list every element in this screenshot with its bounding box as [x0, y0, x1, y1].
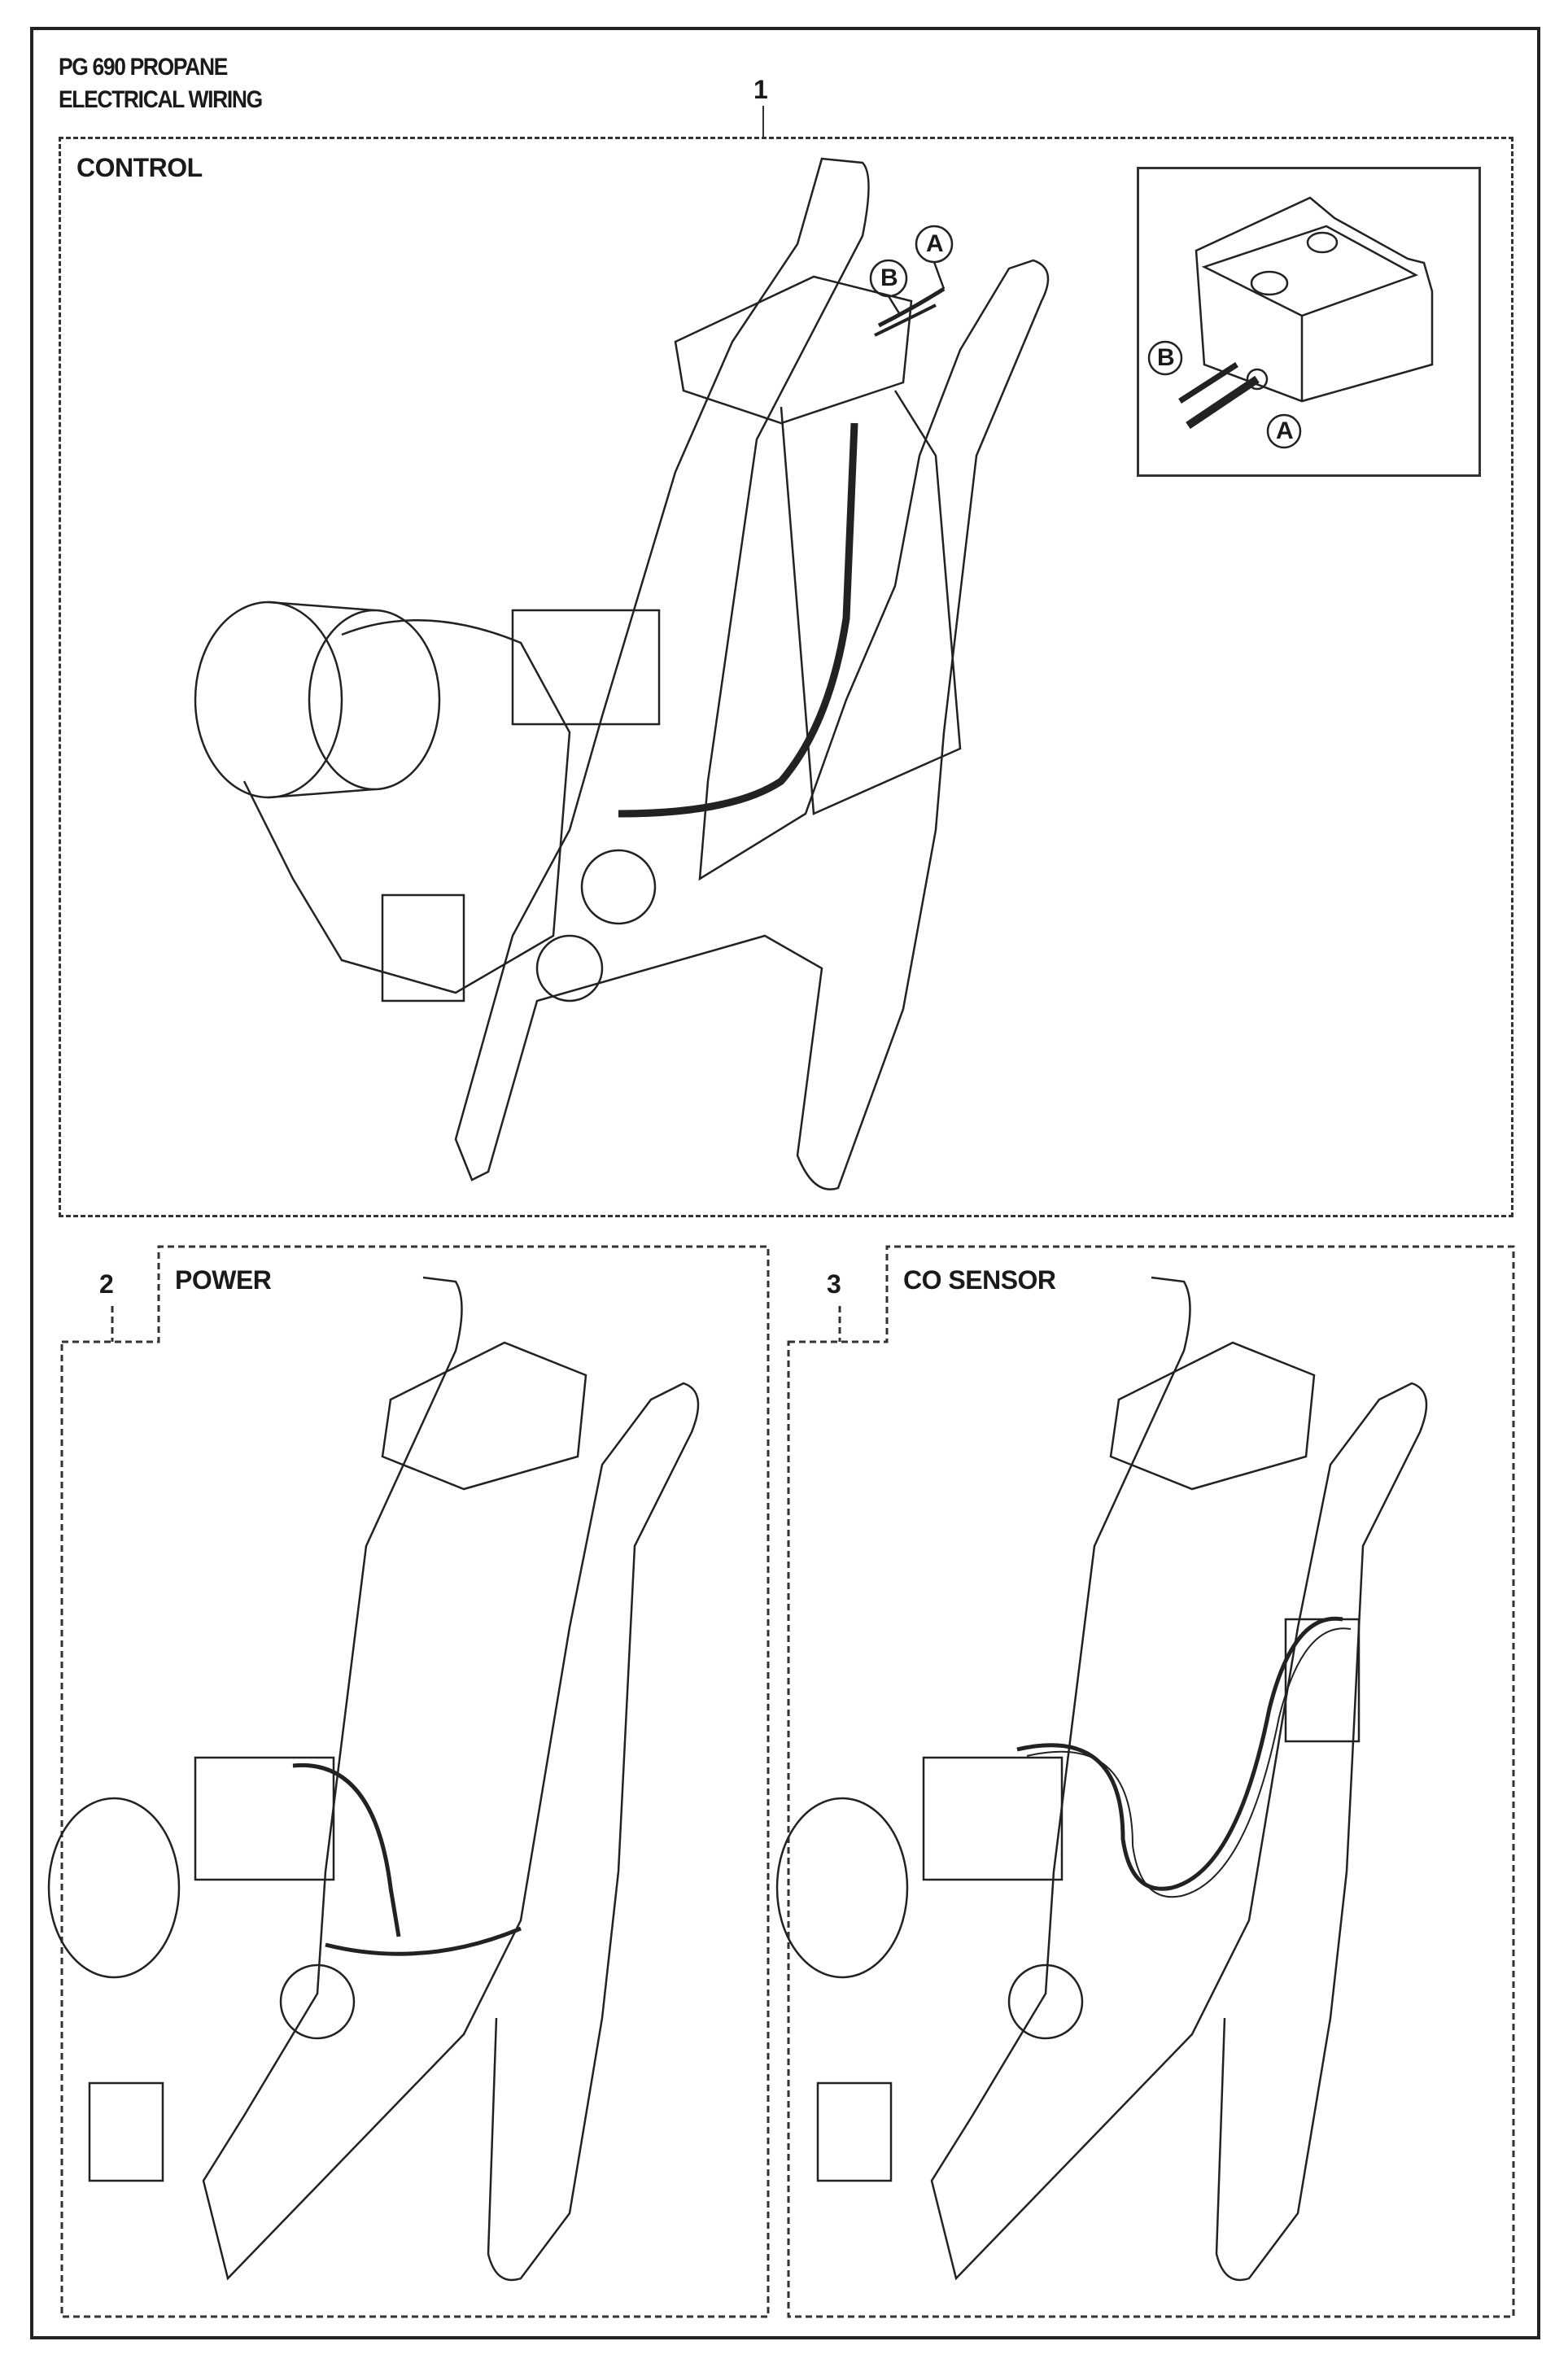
- leader-line-1: [762, 106, 764, 138]
- section-number-2: 2: [99, 1269, 114, 1299]
- callout-b-label: B: [880, 264, 898, 291]
- frame-drawing: [454, 157, 1050, 1190]
- diagram-subtitle: ELECTRICAL WIRING: [59, 86, 263, 113]
- control-cable: [618, 422, 858, 818]
- callout-a-label: A: [926, 230, 944, 257]
- section-label-co-sensor: CO SENSOR: [903, 1265, 1056, 1295]
- connector-box-drawing: [1178, 196, 1434, 430]
- section-co-sensor-border: [787, 1245, 1515, 2318]
- section-label-control: CONTROL: [76, 153, 203, 182]
- section-control: [59, 137, 1513, 1217]
- section-number-3: 3: [827, 1269, 841, 1299]
- inset-callout-b: B: [1157, 344, 1175, 371]
- page-border: [30, 27, 1540, 2339]
- cable-b: [874, 304, 937, 337]
- cable-a: [877, 286, 946, 328]
- section-label-power: POWER: [175, 1265, 272, 1295]
- inset-connector-detail: B A: [1137, 167, 1481, 477]
- section-number-1: 1: [753, 75, 768, 104]
- diagram-title: PG 690 PROPANE: [59, 54, 228, 81]
- inset-callout-a: A: [1276, 417, 1294, 444]
- engine-drawing: [194, 601, 661, 1002]
- inset-callouts: [1147, 340, 1302, 449]
